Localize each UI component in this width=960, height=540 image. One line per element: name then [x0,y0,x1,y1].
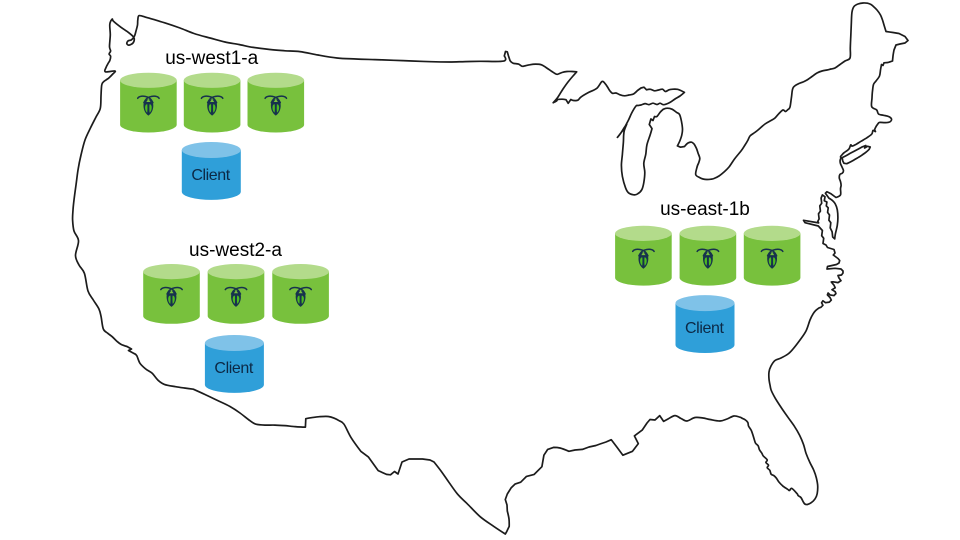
svg-text:us-west2-a: us-west2-a [189,240,282,261]
svg-text:us-east-1b: us-east-1b [660,199,750,220]
svg-text:us-west1-a: us-west1-a [165,48,258,69]
